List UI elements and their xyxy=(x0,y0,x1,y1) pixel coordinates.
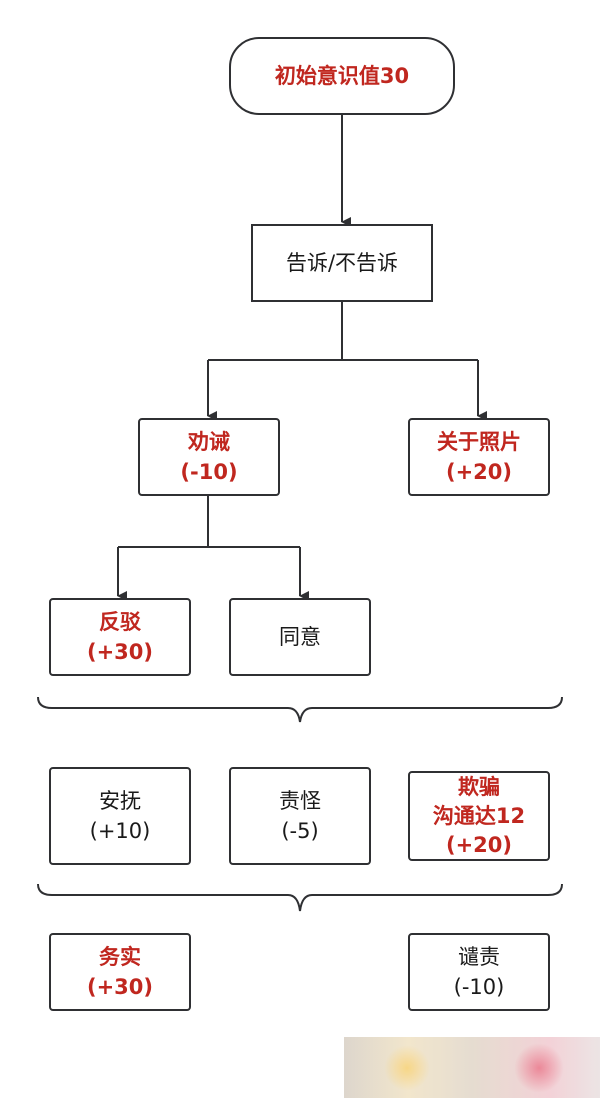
comfort-node: 安抚 (+10) xyxy=(49,767,191,865)
deceive-node: 欺骗 沟通达12 (+20) xyxy=(408,771,550,861)
comfort-node-line-1: 安抚 xyxy=(99,789,141,813)
deceive-node-line-1: 欺骗 xyxy=(458,774,500,799)
condemn-node: 谴责 (-10) xyxy=(408,933,550,1011)
start-node-line-1: 初始意识值30 xyxy=(274,64,410,88)
persuade-node-line-2: (-10) xyxy=(180,460,238,484)
comfort-node-line-2: (+10) xyxy=(89,819,151,843)
pragmatic-node-line-1: 务实 xyxy=(99,945,141,969)
about-photo-node: 关于照片 (+20) xyxy=(408,418,550,496)
blame-node-line-2: (-5) xyxy=(281,819,319,843)
brace-upper xyxy=(37,696,563,723)
pragmatic-node-line-2: (+30) xyxy=(86,975,153,999)
watermark-image xyxy=(344,1037,600,1098)
agree-node-line-1: 同意 xyxy=(279,625,321,649)
refute-node-line-1: 反驳 xyxy=(99,610,141,634)
start-node: 初始意识值30 xyxy=(229,37,455,115)
blame-node-line-1: 责怪 xyxy=(279,789,321,813)
blame-node: 责怪 (-5) xyxy=(229,767,371,865)
refute-node: 反驳 (+30) xyxy=(49,598,191,676)
about-photo-node-line-2: (+20) xyxy=(445,460,512,484)
pragmatic-node: 务实 (+30) xyxy=(49,933,191,1011)
condemn-node-line-2: (-10) xyxy=(453,975,505,999)
persuade-node-line-1: 劝诫 xyxy=(188,430,230,454)
condemn-node-line-1: 谴责 xyxy=(458,945,500,969)
agree-node: 同意 xyxy=(229,598,371,676)
brace-lower xyxy=(37,883,563,912)
tell-node-line-1: 告诉/不告诉 xyxy=(285,251,399,275)
refute-node-line-2: (+30) xyxy=(86,640,153,664)
about-photo-node-line-1: 关于照片 xyxy=(437,430,521,454)
watermark-glow xyxy=(384,1045,430,1091)
tell-node: 告诉/不告诉 xyxy=(251,224,433,302)
watermark-glow xyxy=(514,1043,564,1093)
deceive-node-line-2: 沟通达12 xyxy=(432,803,526,828)
persuade-node: 劝诫 (-10) xyxy=(138,418,280,496)
deceive-node-line-3: (+20) xyxy=(445,832,512,857)
